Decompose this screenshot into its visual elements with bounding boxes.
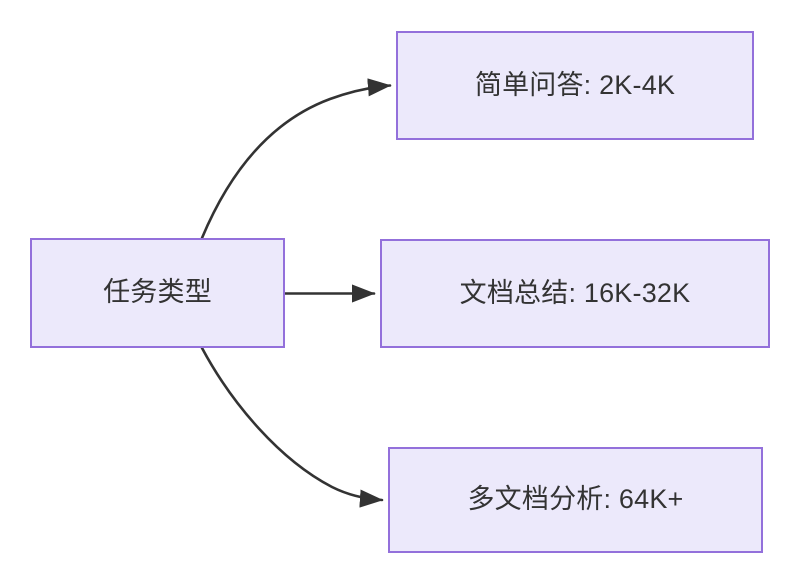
edge-to-simple-qa [200,78,392,240]
node-task-type-label: 任务类型 [103,277,212,308]
node-task-type[interactable]: 任务类型 [30,238,285,348]
node-doc-summary-label: 文档总结: 16K-32K [459,277,691,308]
node-simple-qa-label: 简单问答: 2K-4K [474,69,676,100]
node-doc-summary[interactable]: 文档总结: 16K-32K [380,239,770,348]
node-multi-doc-label: 多文档分析: 64K+ [467,484,684,515]
node-multi-doc[interactable]: 多文档分析: 64K+ [388,447,763,553]
edge-to-multi-doc [200,346,384,508]
node-simple-qa[interactable]: 简单问答: 2K-4K [396,31,754,140]
